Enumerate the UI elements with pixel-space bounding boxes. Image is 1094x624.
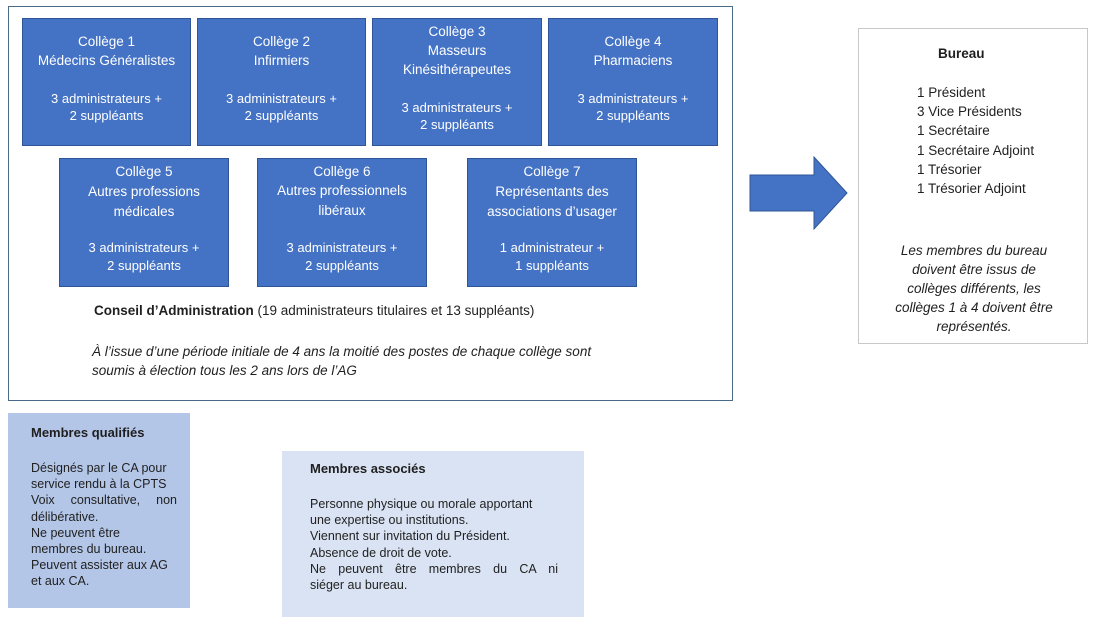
bureau-member: 1 Trésorier <box>917 161 982 177</box>
college-4-seats-admin: 3 administrateurs + <box>577 91 689 106</box>
college-6-seats-substitutes: 2 suppléants <box>305 258 379 273</box>
college-3-number: Collège 3 <box>428 24 486 39</box>
college-4-name: Pharmaciens <box>593 53 673 68</box>
college-3-seats-admin: 3 administrateurs + <box>401 100 513 115</box>
membres-associes-line: une expertise ou institutions. <box>310 513 469 528</box>
bureau-note-line: Les membres du bureau <box>900 243 1048 258</box>
college-4-box: Collège 4 Pharmaciens 3 administrateurs … <box>548 18 718 146</box>
college-6-name-line1: Autres professionnels <box>277 183 407 198</box>
college-1-seats-substitutes: 2 suppléants <box>69 108 144 123</box>
college-4-number: Collège 4 <box>604 34 662 49</box>
college-1-name: Médecins Généralistes <box>37 53 176 68</box>
membres-qualifies-line: membres du bureau. <box>31 542 147 557</box>
college-7-number: Collège 7 <box>523 164 581 179</box>
membres-qualifies-line: Voix consultative, non <box>31 493 177 508</box>
membres-associes-line: Absence de droit de vote. <box>310 545 452 560</box>
membres-qualifies-text: Désignés par le CA pour service rendu à … <box>31 460 177 590</box>
college-2-name: Infirmiers <box>253 53 310 68</box>
college-1-seats-admin: 3 administrateurs + <box>51 91 162 106</box>
bureau-title: Bureau <box>938 46 985 61</box>
bureau-note-line: collèges 1 à 4 doivent être <box>895 300 1053 315</box>
bureau-member: 1 Secrétaire Adjoint <box>917 142 1035 158</box>
college-7-box: Collège 7 Représentants des associations… <box>467 158 637 287</box>
college-7-name-line1: Représentants des <box>495 184 609 199</box>
conseil-election-note: À l’issue d’une période initiale de 4 an… <box>92 342 652 380</box>
college-5-number: Collège 5 <box>115 164 173 179</box>
college-4-seats-substitutes: 2 suppléants <box>596 108 670 123</box>
college-6-seats-admin: 3 administrateurs + <box>286 240 398 255</box>
membres-qualifies-title: Membres qualifiés <box>31 425 145 440</box>
bureau-member: 1 Président <box>917 85 986 100</box>
membres-qualifies-line: Désignés par le CA pour <box>31 461 167 475</box>
bureau-member: 1 Secrétaire <box>917 123 990 139</box>
college-5-name-line2: médicales <box>113 204 175 219</box>
membres-associes-line: Personne physique ou morale apportant <box>310 497 533 511</box>
bureau-members-list: 1 Président 3 Vice Présidents 1 Secrétai… <box>917 83 1034 198</box>
college-5-name-line1: Autres professions <box>88 184 200 199</box>
membres-qualifies-line: et aux CA. <box>31 574 90 589</box>
membres-associes-line: Ne peuvent être membres du CA ni <box>310 561 558 576</box>
bureau-note-line: représentés. <box>936 319 1012 334</box>
membres-qualifies-line: Ne peuvent être <box>31 525 120 540</box>
college-7-seats-substitutes: 1 suppléants <box>515 258 589 273</box>
college-7-seats-admin: 1 administrateur + <box>499 240 605 255</box>
bureau-member: 3 Vice Présidents <box>917 104 1022 120</box>
college-3-box: Collège 3 Masseurs Kinésithérapeutes 3 a… <box>372 18 542 146</box>
college-3-name-line1: Masseurs <box>427 43 487 58</box>
college-7-name-line2: associations d’usager <box>487 204 617 219</box>
college-1-number: Collège 1 <box>77 34 136 49</box>
college-2-number: Collège 2 <box>252 34 311 49</box>
conseil-note-line-1: À l’issue d’une période initiale de 4 an… <box>92 344 592 359</box>
college-2-seats-admin: 3 administrateurs + <box>226 91 337 106</box>
conseil-title-bold: Conseil d’Administration <box>94 303 254 318</box>
membres-associes-box: Membres associés Personne physique ou mo… <box>282 451 584 617</box>
membres-associes-line: siéger au bureau. <box>310 578 408 593</box>
membres-associes-title: Membres associés <box>310 461 426 476</box>
membres-qualifies-line: Peuvent assister aux AG <box>31 558 168 573</box>
conseil-note-line-2: soumis à élection tous les 2 ans lors de… <box>92 363 357 378</box>
conseil-administration-title: Conseil d’Administration (19 administrat… <box>94 303 534 318</box>
college-2-seats-substitutes: 2 suppléants <box>244 108 319 123</box>
college-6-number: Collège 6 <box>313 164 371 179</box>
college-3-name-line2: Kinésithérapeutes <box>402 62 512 77</box>
membres-qualifies-box: Membres qualifiés Désignés par le CA pou… <box>8 413 190 608</box>
right-arrow-icon <box>749 156 848 230</box>
bureau-note: Les membres du bureau doivent être issus… <box>871 241 1077 336</box>
conseil-title-detail: (19 administrateurs titulaires et 13 sup… <box>253 303 535 318</box>
college-5-box: Collège 5 Autres professions médicales 3… <box>59 158 229 287</box>
college-6-name-line2: libéraux <box>318 203 366 218</box>
membres-qualifies-line: service rendu à la CPTS <box>31 477 167 492</box>
membres-qualifies-line: délibérative. <box>31 509 99 524</box>
college-1-box: Collège 1 Médecins Généralistes 3 admini… <box>22 18 191 146</box>
bureau-member: 1 Trésorier Adjoint <box>917 181 1026 197</box>
bureau-box: Bureau 1 Président 3 Vice Présidents 1 S… <box>858 28 1088 344</box>
college-5-seats-admin: 3 administrateurs + <box>88 240 200 255</box>
bureau-note-line: doivent être issus de <box>912 262 1036 277</box>
college-6-box: Collège 6 Autres professionnels libéraux… <box>257 158 427 287</box>
college-3-seats-substitutes: 2 suppléants <box>420 117 494 132</box>
membres-associes-line: Viennent sur invitation du Président. <box>310 529 510 544</box>
membres-associes-text: Personne physique ou morale apportant un… <box>310 496 558 593</box>
college-2-box: Collège 2 Infirmiers 3 administrateurs +… <box>197 18 366 146</box>
bureau-note-line: collèges différents, les <box>907 281 1041 296</box>
college-5-seats-substitutes: 2 suppléants <box>107 258 181 273</box>
